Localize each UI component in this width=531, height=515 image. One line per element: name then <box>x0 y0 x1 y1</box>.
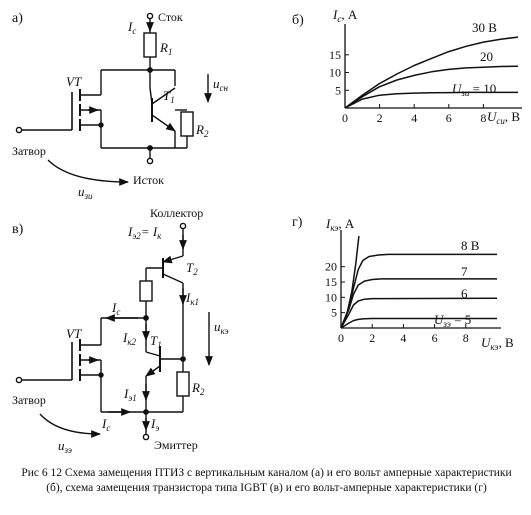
ik1-label: Iк1 <box>185 290 199 307</box>
collector-label: Коллектор <box>150 206 203 220</box>
ie-label: Iэ <box>150 416 159 433</box>
x-tick-label: 6 <box>432 331 438 345</box>
t1-label: T1 <box>163 88 175 105</box>
y-tick-label: 5 <box>331 306 337 320</box>
series-line-2 <box>344 91 518 109</box>
r2-resistor-v <box>176 371 190 397</box>
source-label: Исток <box>133 173 164 187</box>
x-tick-label: 0 <box>342 111 348 125</box>
y-tick-label: 15 <box>329 48 341 62</box>
series-line-0 <box>340 253 497 329</box>
series-label-1: 7 <box>461 264 468 279</box>
t2-label: T2 <box>186 260 198 277</box>
emitter-label: Эмиттер <box>154 438 198 452</box>
series-line-3 <box>340 317 497 329</box>
t2-collector-leg <box>162 273 184 284</box>
gate-label: Затвор <box>12 144 46 158</box>
gate-terminal-v <box>15 376 23 384</box>
ie1-label: Iэ1 <box>123 386 137 403</box>
gate-label-v: Затвор <box>12 393 46 407</box>
source-terminal <box>146 157 154 165</box>
series-line-2 <box>340 297 498 329</box>
vt-label-v: VT <box>66 326 82 341</box>
series-line-1 <box>344 65 519 109</box>
gate-terminal <box>15 126 23 134</box>
t2-emitter-leg <box>162 255 184 264</box>
chart-g-ylabel: Iкэ, А <box>325 216 355 233</box>
panel-v-label: в) <box>12 222 24 237</box>
y-tick-label: 20 <box>325 260 337 274</box>
ik2-label: Iк2 <box>122 330 137 347</box>
ie2-eq-label: Iэ2= Iк <box>127 224 162 241</box>
x-tick-label: 4 <box>411 111 417 125</box>
drain-terminal <box>146 12 154 20</box>
series-label-3: Uзэ = 5 <box>434 312 471 329</box>
drain-label: Сток <box>158 10 183 24</box>
r2-label-v: R2 <box>191 380 205 397</box>
series-label-1: 20 <box>480 49 493 64</box>
u-zi-label: uзи <box>78 184 93 201</box>
series-label-0: 8 В <box>461 238 480 253</box>
series-label-2: Uзи = 10 <box>452 81 496 98</box>
x-tick-label: 2 <box>377 111 383 125</box>
vt-label: VT <box>66 74 82 89</box>
circuit-v: в) Коллектор Iэ2= Iк T2 Iк1 Iс Iк2 T1 <box>12 206 229 455</box>
series-label-0: 30 В <box>472 20 497 35</box>
series-label-2: 6 <box>461 286 468 301</box>
chart-g-xlabel: Uкэ, В <box>481 335 514 352</box>
bjt-collector-leg <box>151 87 176 105</box>
figure-caption: Рис 6 12 Схема замещения ПТИЗ с вертикал… <box>21 467 512 494</box>
panel-b-label: б) <box>292 13 304 28</box>
ic-label-v: Iс <box>111 300 120 317</box>
panel-a-label: а) <box>12 11 23 26</box>
series-line-4 <box>340 235 360 329</box>
x-tick-label: 0 <box>338 331 344 345</box>
r2-label: R2 <box>195 122 209 139</box>
t2-base-resistor <box>139 280 153 302</box>
series-line-1 <box>340 278 497 329</box>
y-tick-label: 5 <box>335 83 341 97</box>
t1-emitter-leg <box>145 365 161 377</box>
y-tick-label: 10 <box>325 290 337 304</box>
x-tick-label: 2 <box>369 331 375 345</box>
u-ze-arrow <box>39 413 101 438</box>
r1-label: R1 <box>159 40 172 57</box>
x-tick-label: 8 <box>480 111 486 125</box>
x-tick-label: 4 <box>400 331 406 345</box>
bjt-emitter-leg <box>151 114 176 132</box>
panel-g-label: г) <box>292 215 303 230</box>
r1-resistor <box>143 32 157 58</box>
chart-b-ylabel: Iс, А <box>332 7 358 24</box>
circuit-a: а) Сток Iс R1 T1 R2 Исток <box>12 10 228 201</box>
t1-label-v: T1 <box>150 333 162 350</box>
u-ke-label: uкэ <box>214 319 229 336</box>
x-tick-label: 6 <box>446 111 452 125</box>
ic-bottom-label: Iс <box>101 416 110 433</box>
u-zi-arrow <box>47 159 129 186</box>
u-ze-label: uзэ <box>58 438 72 455</box>
emitter-terminal <box>142 433 150 441</box>
y-tick-label: 10 <box>329 66 341 80</box>
collector-terminal <box>179 222 187 230</box>
ic-label: Iс <box>127 19 136 36</box>
chart-b-xlabel: Uси, В <box>487 109 520 126</box>
y-tick-label: 15 <box>325 275 337 289</box>
series-line-0 <box>344 36 519 109</box>
u-cn-label: uсн <box>213 76 228 93</box>
x-tick-label: 8 <box>463 331 469 345</box>
r2-resistor <box>180 111 194 137</box>
